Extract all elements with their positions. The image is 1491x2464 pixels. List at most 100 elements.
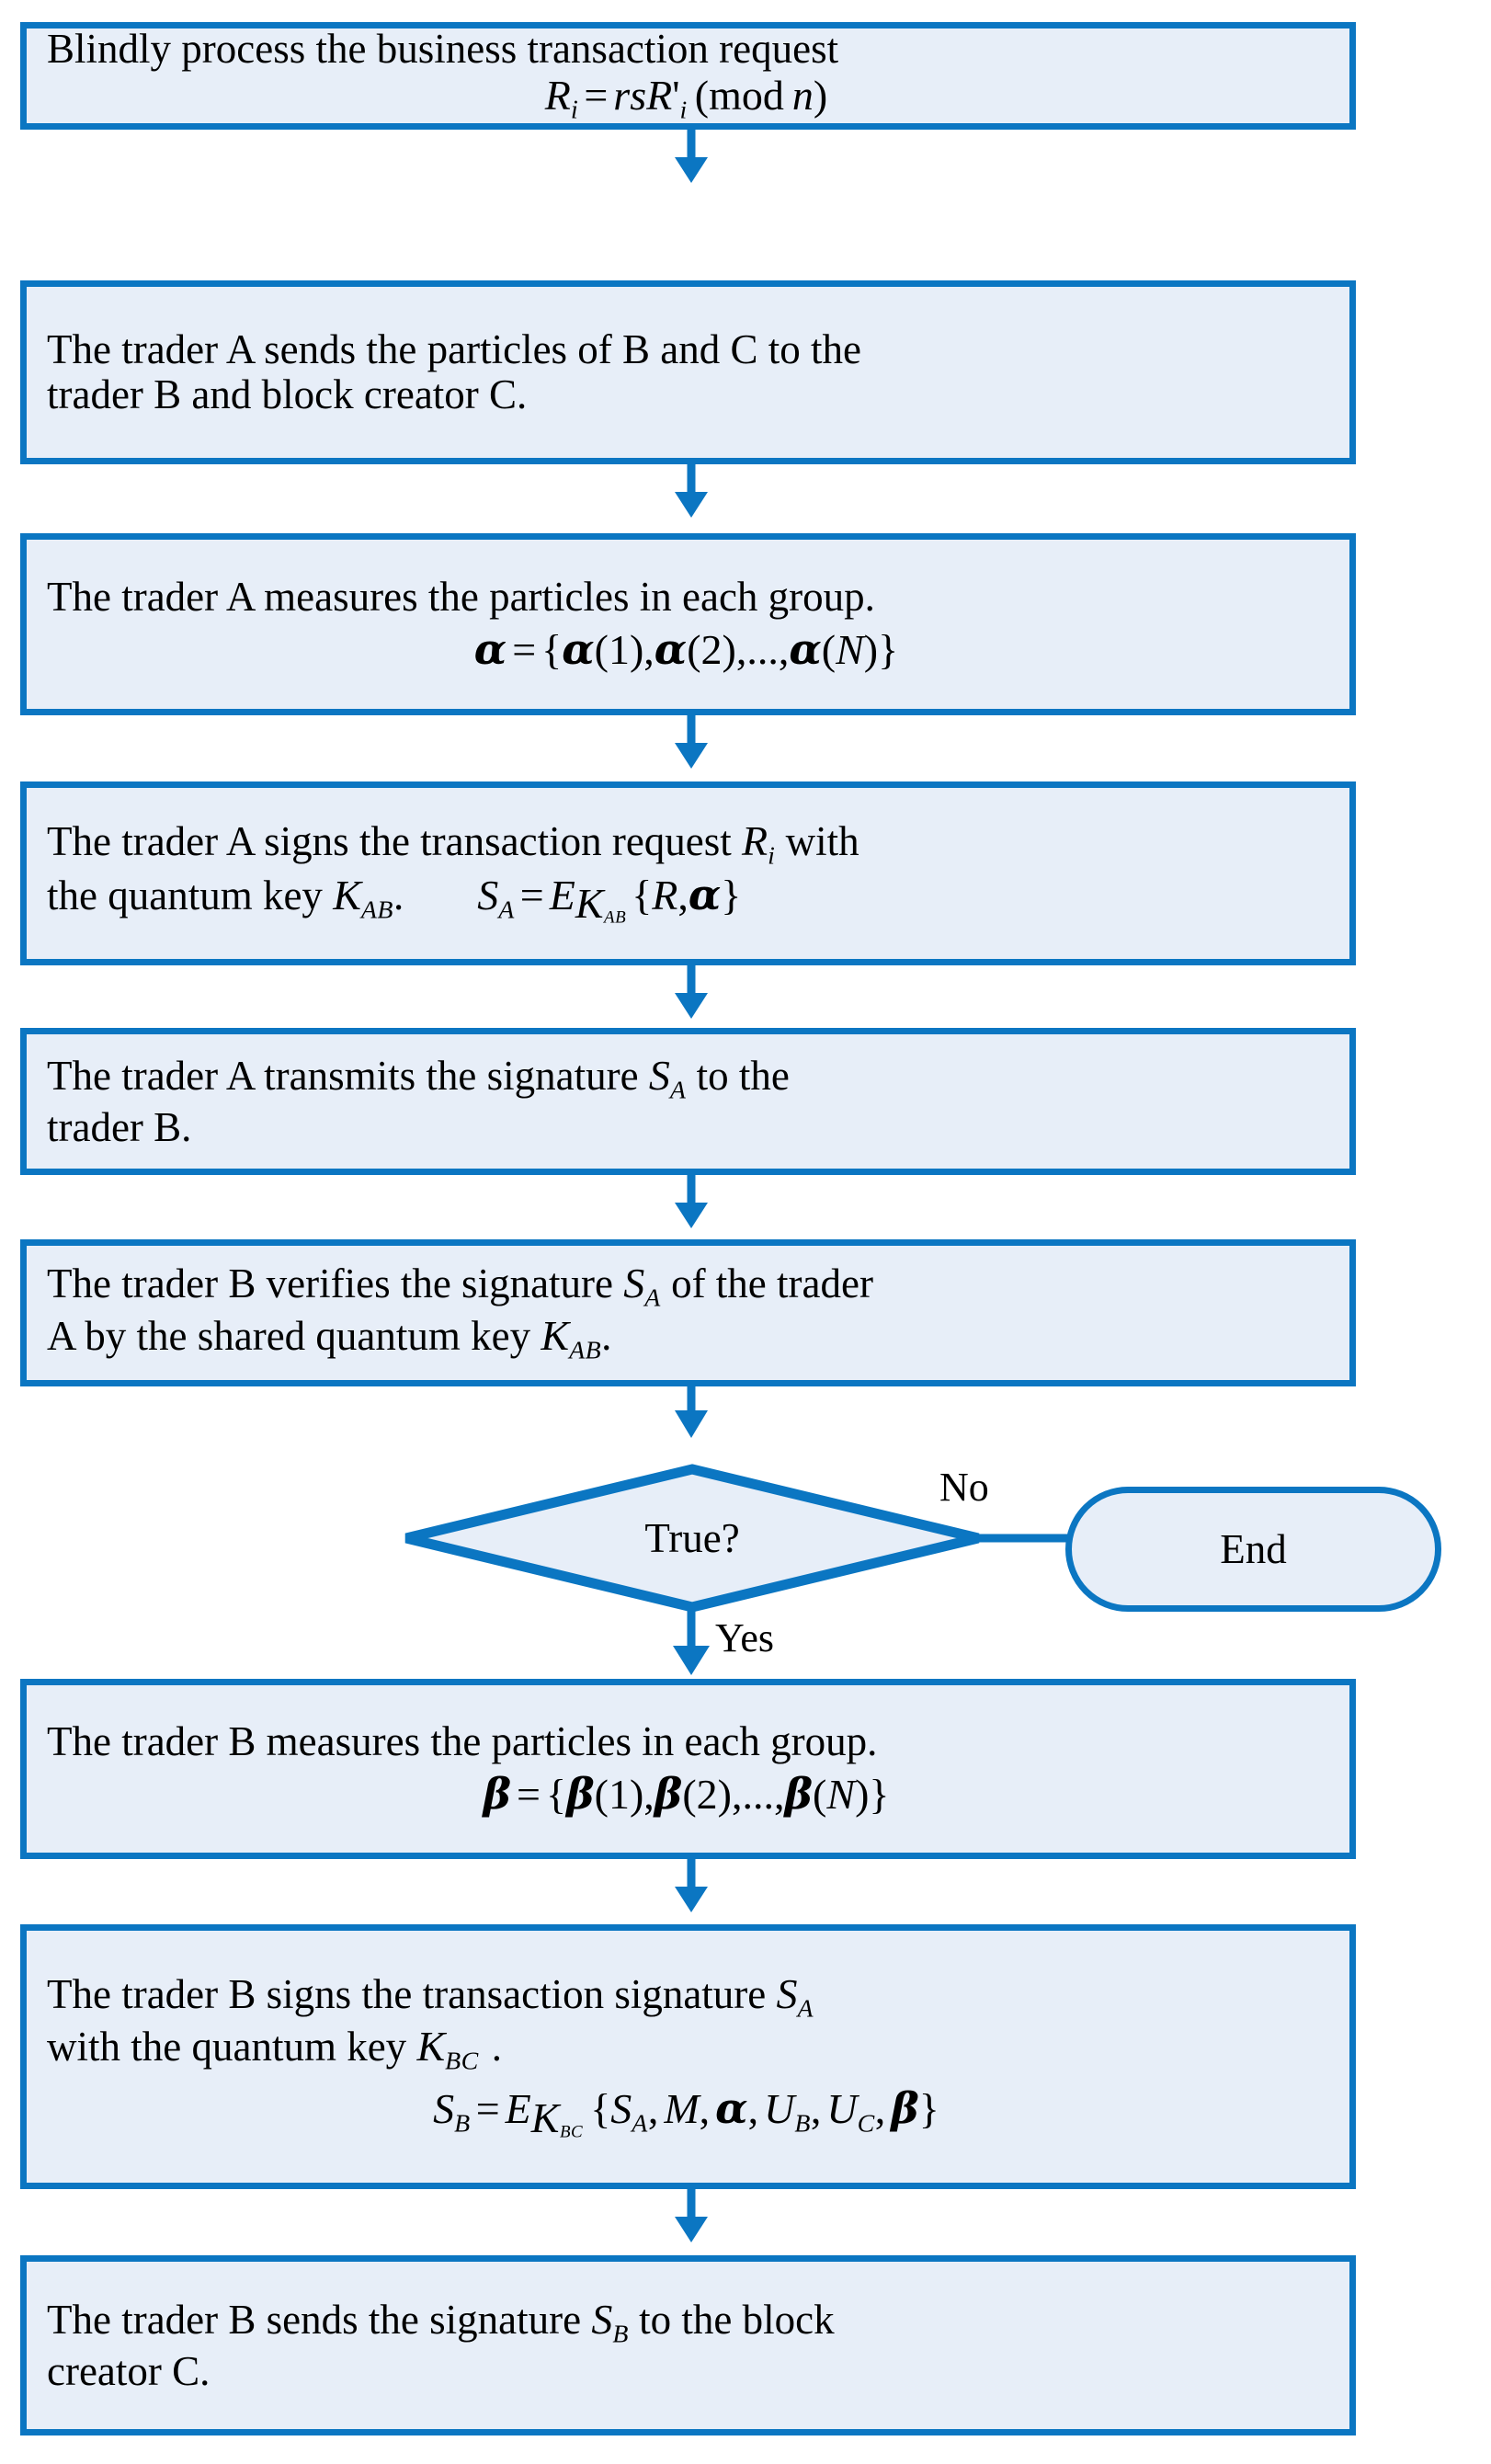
- node-a-transmits-line1-b: to the: [686, 1052, 790, 1099]
- sym-AB-sub-sa: AB: [604, 907, 627, 928]
- sym-lbrace-sa: {: [632, 871, 653, 918]
- sym-rp-b2: ): [717, 1770, 732, 1818]
- sym-rp-aN: ): [863, 625, 879, 673]
- sym-eq: =: [584, 71, 609, 119]
- connector-2-3: [664, 464, 719, 519]
- node-a-transmits-line2: trader B.: [47, 1103, 192, 1150]
- sym-eq-a: =: [512, 625, 537, 673]
- sym-lbrace-a: {: [541, 625, 563, 673]
- connector-4-5: [664, 965, 719, 1021]
- sym-c-a2: ,: [735, 625, 747, 673]
- node-b-signs-line2-a: with the quantum key: [47, 2023, 417, 2070]
- node-b-sends-line1: The trader B sends the signature SB to t…: [47, 2296, 1335, 2349]
- sym-BC-sub-sb: BC: [559, 2122, 584, 2142]
- sym-lp-aN: (: [821, 625, 837, 673]
- node-a-transmits[interactable]: The trader A transmits the signature SA …: [20, 1028, 1356, 1175]
- sym-lp-a2: (: [687, 625, 701, 673]
- sym-comma-2: ,: [699, 2085, 711, 2133]
- node-send-particles-line1: The trader A sends the particles of B an…: [47, 325, 862, 372]
- sym-comma-4: ,: [810, 2085, 822, 2133]
- sym-alpha-sa: α: [688, 869, 722, 919]
- sym-R2: R: [646, 71, 673, 119]
- sym-comma-3: ,: [747, 2085, 759, 2133]
- connector-3-4: [664, 715, 719, 770]
- sym-ell-a: ...: [746, 625, 779, 673]
- sym-eq-sa: =: [519, 871, 544, 918]
- node-b-verifies-line2-b: .: [601, 1313, 612, 1359]
- node-a-signs-line2: the quantum key KAB.SA=EKAB{R,α}: [47, 869, 1335, 929]
- node-a-signs-line2-a: the quantum key: [47, 872, 334, 918]
- sym-lparen: (: [694, 71, 710, 119]
- sym-rbrace-b: }: [869, 1770, 890, 1818]
- node-true-decision[interactable]: True?: [401, 1464, 984, 1613]
- sym-lbrace-sb: {: [590, 2085, 611, 2133]
- node-b-verifies-line2: A by the shared quantum key KAB.: [47, 1312, 1335, 1365]
- sym-B-ub: B: [794, 2109, 811, 2139]
- node-b-verifies[interactable]: The trader B verifies the signature SA o…: [20, 1239, 1356, 1386]
- node-end[interactable]: End: [1065, 1487, 1441, 1612]
- connector-6-decision: [664, 1386, 719, 1442]
- sym-A-vf: A: [644, 1283, 661, 1313]
- sym-E-sb: E: [505, 2085, 531, 2133]
- node-b-measures[interactable]: The trader B measures the particles in e…: [20, 1679, 1356, 1859]
- sym-K-ab: K: [333, 871, 361, 918]
- sym-K-bs: K: [416, 2022, 446, 2070]
- sym-i2: i: [679, 96, 688, 125]
- node-b-sends-line1-a: The trader B sends the signature: [47, 2296, 592, 2343]
- node-b-signs-line1: The trader B signs the transaction signa…: [47, 1969, 1335, 2024]
- sym-c-a3: ,: [778, 625, 790, 673]
- sym-comma-sa: ,: [677, 871, 689, 918]
- sym-i: i: [570, 96, 579, 125]
- sym-alpha: α: [473, 623, 507, 674]
- edge-label-no: No: [939, 1465, 989, 1510]
- sym-r: r: [613, 71, 631, 119]
- sym-R-sign: R: [742, 817, 768, 865]
- node-b-verifies-line1-b: of the trader: [660, 1260, 873, 1306]
- sym-C-uc: C: [857, 2109, 875, 2139]
- sym-B-sb: B: [454, 2109, 471, 2139]
- connector-decision-b-measures: [664, 1611, 719, 1677]
- sym-S-tr: S: [648, 1051, 670, 1099]
- node-b-sends[interactable]: The trader B sends the signature SB to t…: [20, 2255, 1356, 2435]
- sym-S-in: S: [610, 2085, 632, 2133]
- sym-M: M: [664, 2085, 700, 2133]
- sym-c-b1: ,: [643, 1770, 654, 1818]
- node-a-signs[interactable]: The trader A signs the transaction reque…: [20, 781, 1356, 965]
- sym-alpha2: α: [654, 623, 688, 674]
- node-a-signs-line1-a: The trader A signs the transaction reque…: [47, 818, 743, 865]
- sym-alpha1: α: [562, 623, 595, 674]
- connector-5-6: [664, 1175, 719, 1230]
- sym-AB: AB: [360, 895, 393, 925]
- node-a-transmits-line1-a: The trader A transmits the signature: [47, 1052, 649, 1099]
- node-b-signs[interactable]: The trader B signs the transaction signa…: [20, 1924, 1356, 2189]
- node-blind-process[interactable]: Blindly process the business transaction…: [20, 22, 1356, 130]
- sym-eq-b: =: [517, 1770, 541, 1818]
- sym-beta-sb: β: [891, 2083, 919, 2134]
- sym-eq-sb: =: [475, 2085, 500, 2133]
- decision-label: True?: [644, 1515, 740, 1561]
- sym-comma-1: ,: [647, 2085, 659, 2133]
- sym-rparen: ): [813, 71, 828, 119]
- sym-K-sub-sa: K: [575, 880, 604, 928]
- node-send-particles-line2: trader B and block creator C.: [47, 371, 528, 417]
- sym-S-bs: S: [776, 1969, 798, 2017]
- connector-b-signs-b-sends: [664, 2189, 719, 2244]
- sym-S-sb: S: [433, 2085, 455, 2133]
- sym-beta: β: [483, 1768, 512, 1819]
- sym-R-sa: R: [652, 871, 678, 918]
- node-a-measures[interactable]: The trader A measures the particles in e…: [20, 533, 1356, 715]
- sym-rbrace-a: }: [878, 625, 899, 673]
- node-b-sends-line2: creator C.: [47, 2347, 211, 2394]
- sym-E-sa: E: [549, 871, 575, 918]
- sym-c-b3: ,: [774, 1770, 785, 1818]
- sym-U-C: U: [826, 2085, 858, 2133]
- node-a-transmits-line1: The trader A transmits the signature SA …: [47, 1051, 1335, 1105]
- sym-AB-vf: AB: [569, 1336, 602, 1365]
- node-send-particles[interactable]: The trader A sends the particles of B an…: [20, 280, 1356, 464]
- node-b-verifies-line1: The trader B verifies the signature SA o…: [47, 1260, 1335, 1313]
- sym-U-B: U: [764, 2085, 795, 2133]
- sym-rbrace-sb: }: [918, 2085, 939, 2133]
- node-b-verifies-line2-a: A by the shared quantum key: [47, 1313, 541, 1359]
- sym-A-tr: A: [669, 1076, 687, 1105]
- sym-lp-b1: (: [594, 1770, 609, 1818]
